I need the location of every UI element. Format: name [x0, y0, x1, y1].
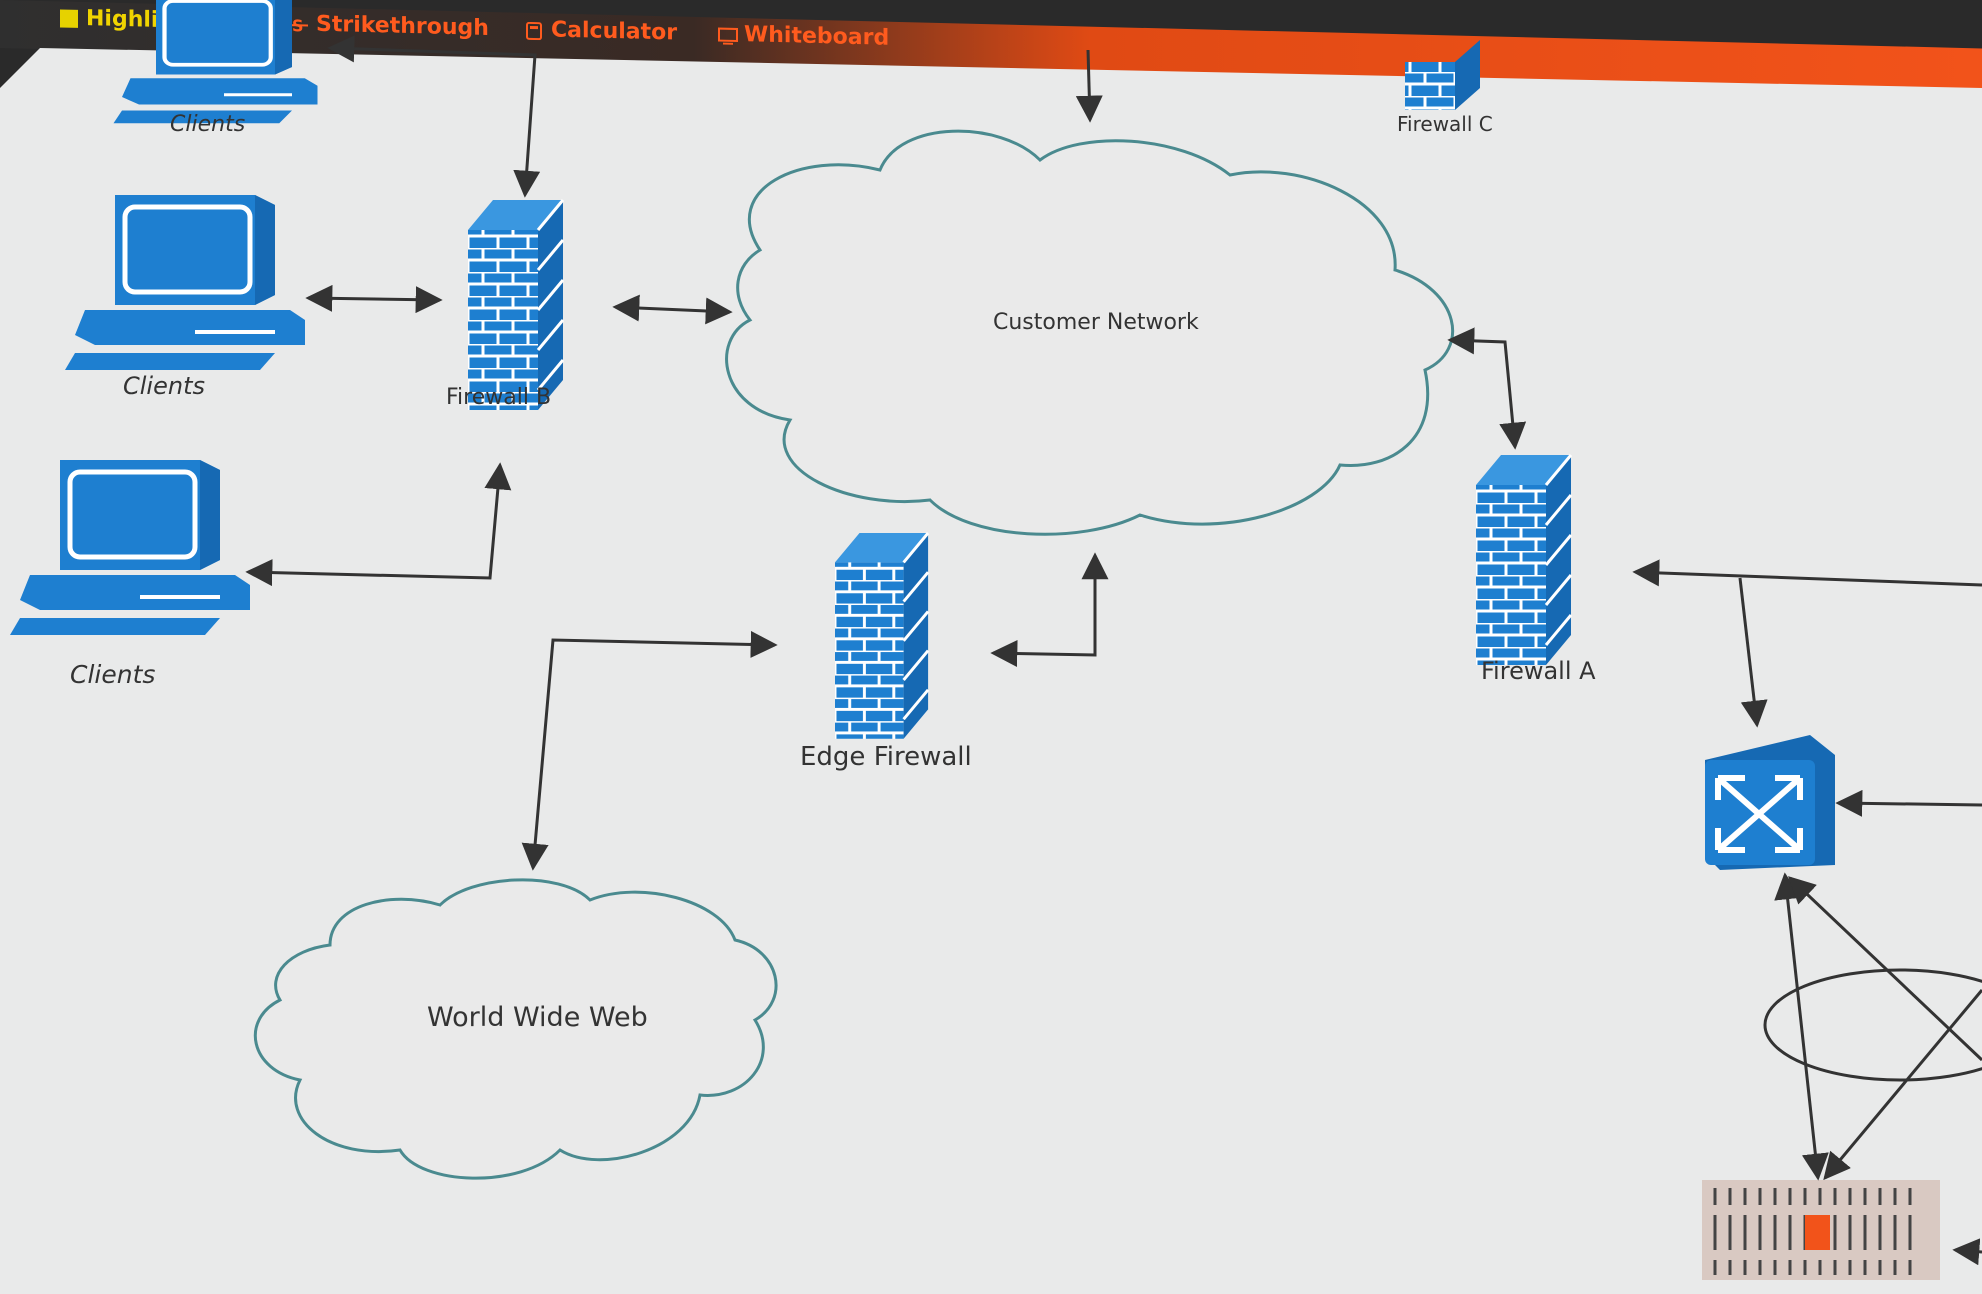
- server-rack-icon[interactable]: [1702, 1180, 1940, 1280]
- customer-network-cloud[interactable]: [725, 129, 1455, 536]
- whiteboard-button[interactable]: Whiteboard: [718, 22, 889, 51]
- strikethrough-button[interactable]: S Strikethrough: [290, 11, 489, 41]
- switch-icon[interactable]: [1705, 735, 1835, 870]
- customer-network-label: Customer Network: [993, 310, 1199, 335]
- connector-firewall-b-customer-network: [612, 294, 733, 325]
- firewall-c-label: Firewall C: [1397, 112, 1493, 136]
- edge-firewall-label: Edge Firewall: [800, 742, 972, 772]
- connector-customer-network-firewall-a: [1447, 327, 1527, 450]
- strikethrough-icon: S: [290, 15, 308, 35]
- connector-server-rack-right: [1952, 1238, 1982, 1266]
- connector-switch-server-rack: [1774, 872, 1829, 1181]
- ring-network-ellipse[interactable]: [1763, 968, 1982, 1082]
- connector-top-customer-network: [1075, 49, 1103, 123]
- connector-switch-right: [1835, 789, 1982, 817]
- world-wide-web-label: World Wide Web: [427, 1002, 648, 1033]
- clients-middle-computer-icon[interactable]: [65, 195, 305, 370]
- firewall-b-icon[interactable]: [466, 198, 565, 412]
- clients-bottom-label: Clients: [70, 660, 156, 689]
- edge-firewall-icon[interactable]: [833, 531, 930, 741]
- clients-top-computer-icon[interactable]: [114, 0, 318, 123]
- clients-bottom-computer-icon[interactable]: [10, 460, 250, 635]
- connector-switch-ring-right: [1788, 876, 1982, 1062]
- connector-firewall-a-right: [1632, 559, 1982, 587]
- connector-clients-bottom-firewall-b: [245, 462, 512, 587]
- connector-clients-top-firewall-b: [327, 35, 541, 198]
- firewall-c-icon[interactable]: [1405, 40, 1480, 110]
- world-wide-web-cloud[interactable]: [253, 878, 778, 1180]
- connector-clients-middle-firewall-b: [305, 284, 443, 314]
- connector-edge-firewall-customer-network: [990, 552, 1109, 667]
- clients-middle-label: Clients: [123, 372, 205, 400]
- clients-top-label: Clients: [170, 112, 246, 137]
- connector-firewall-a-switch: [1738, 577, 1768, 728]
- firewall-a-icon[interactable]: [1474, 453, 1573, 667]
- connector-www-edge-firewall: [521, 630, 778, 871]
- whiteboard-icon: [718, 25, 738, 45]
- firewall-b-label: Firewall B: [446, 385, 552, 410]
- firewall-a-label: Firewall A: [1481, 657, 1596, 685]
- connector-ring-server-rack: [1823, 989, 1982, 1181]
